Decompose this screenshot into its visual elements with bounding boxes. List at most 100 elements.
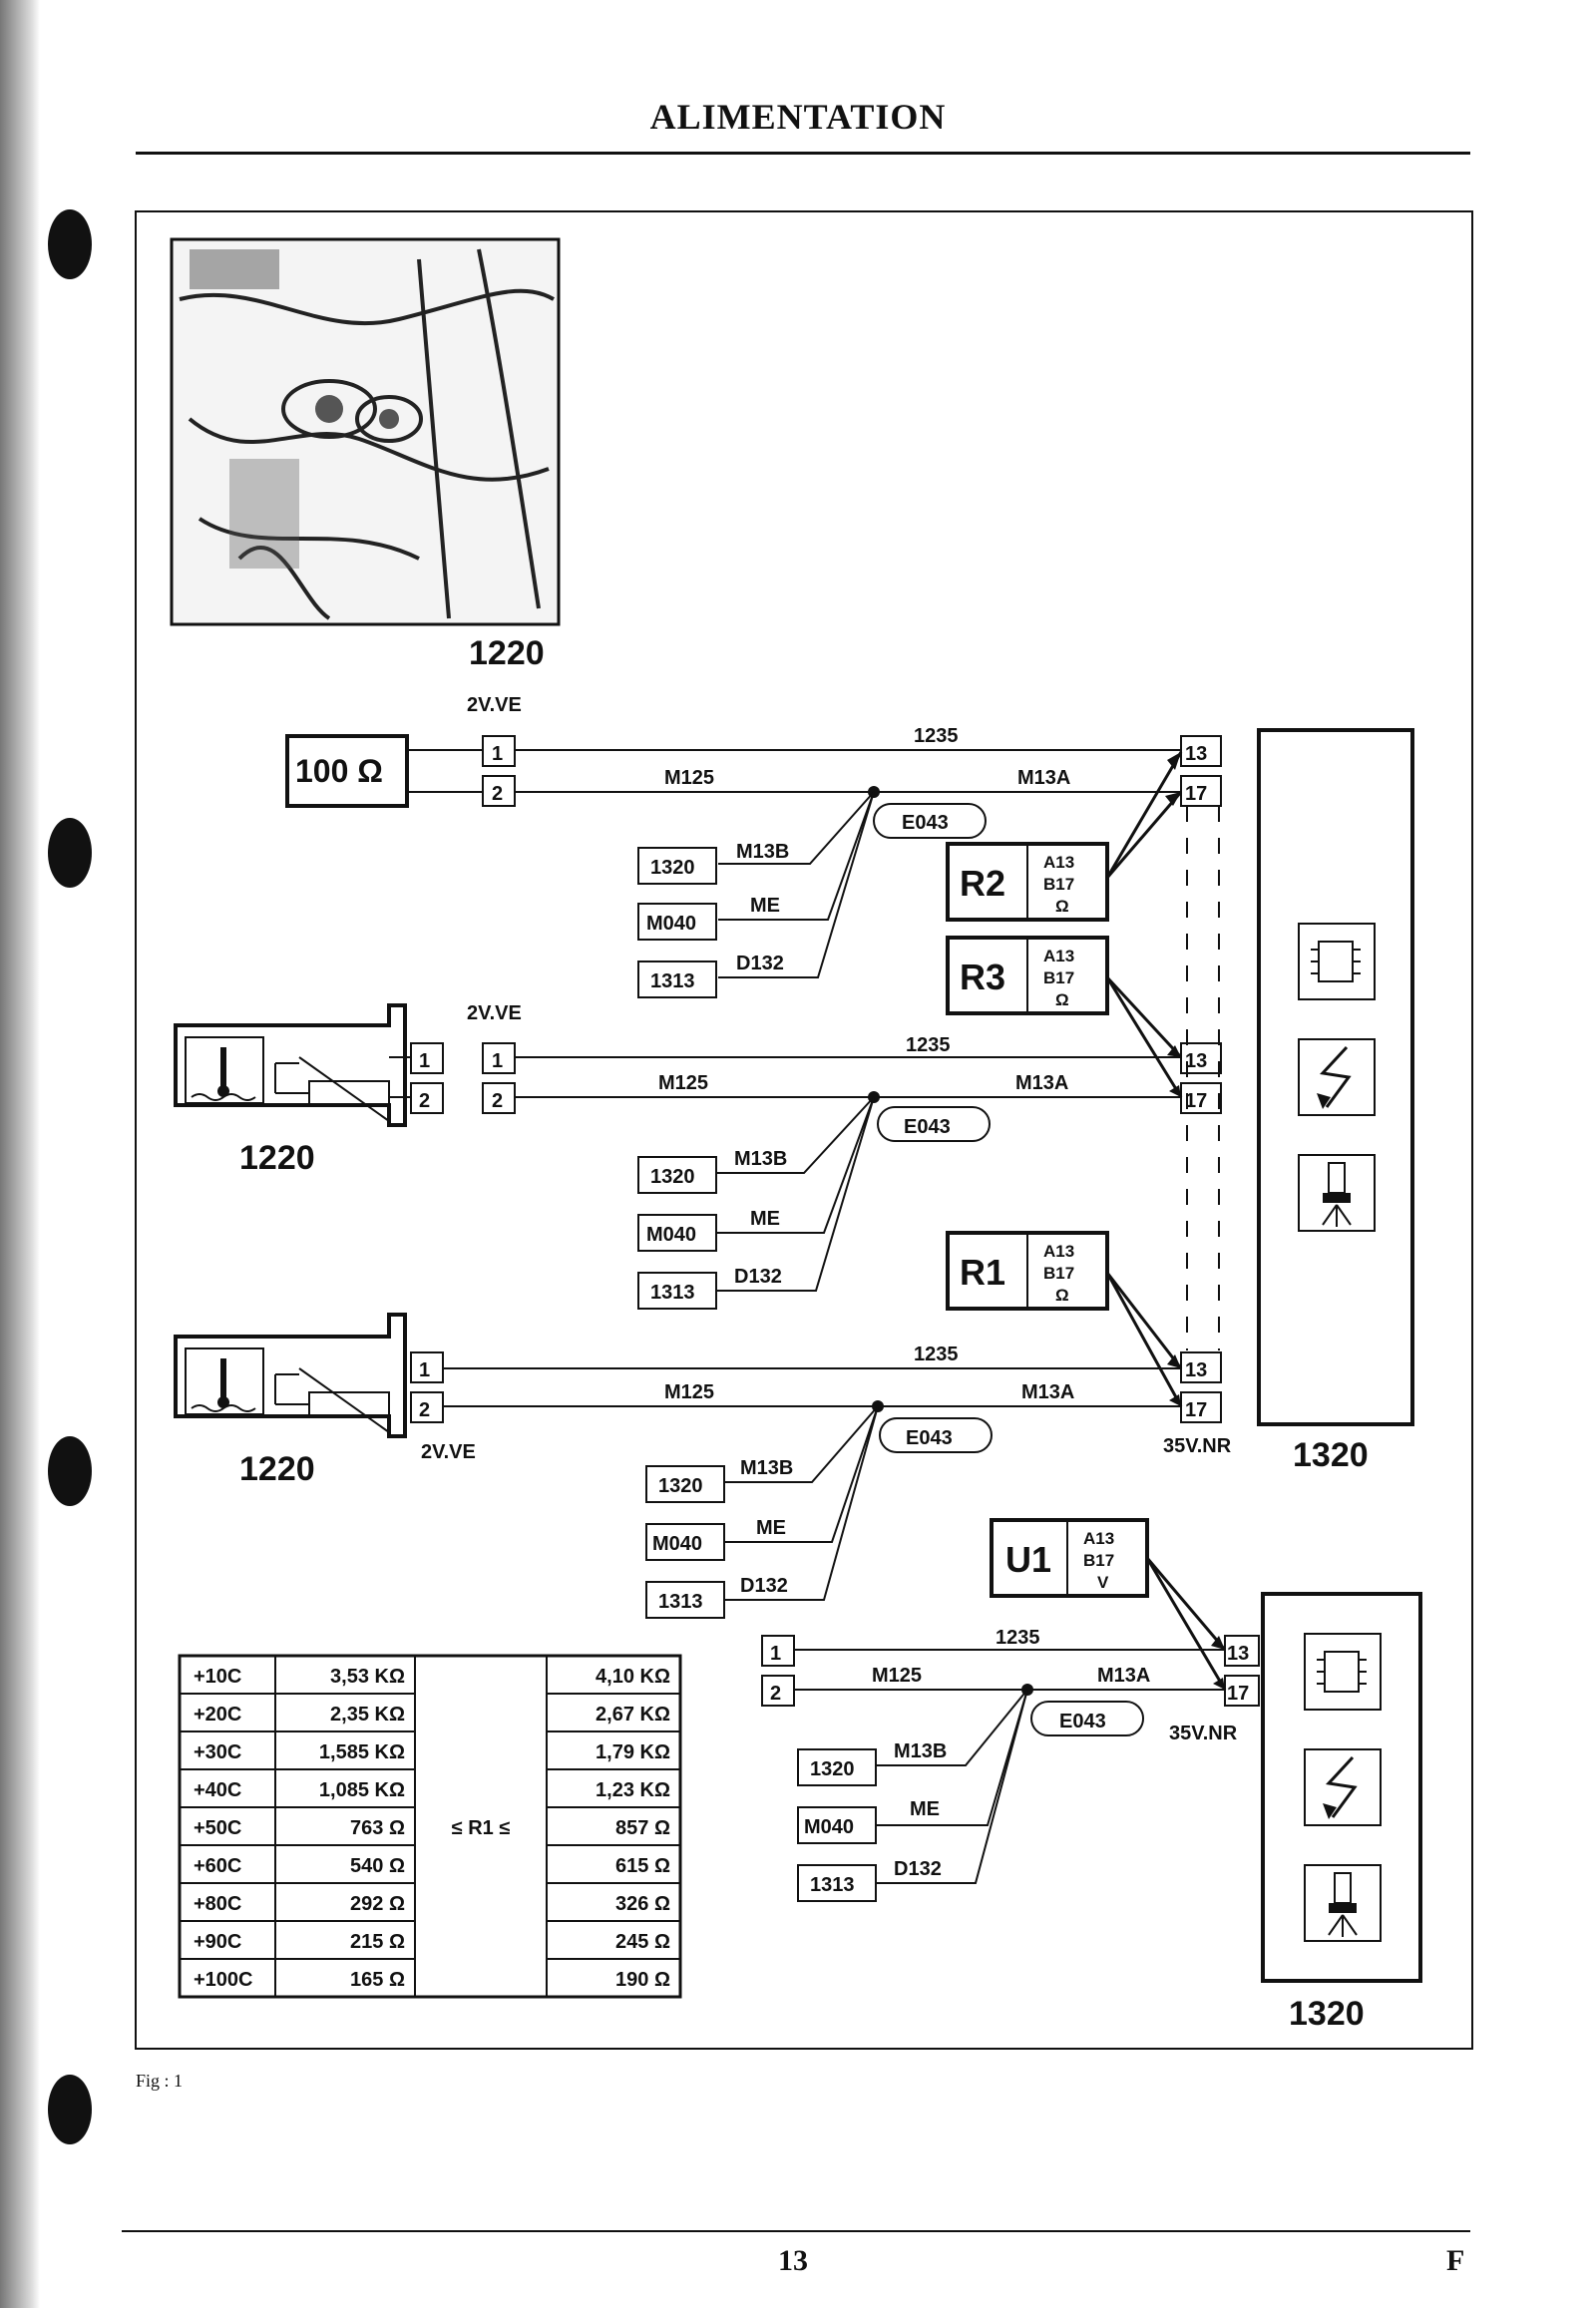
svg-text:D132: D132	[734, 1266, 782, 1288]
punch-hole	[48, 818, 92, 888]
ecu-ref: 1320	[1293, 1436, 1369, 1474]
page-title: ALIMENTATION	[649, 97, 947, 137]
svg-text:1: 1	[419, 1050, 430, 1072]
svg-text:17: 17	[1185, 1090, 1207, 1112]
svg-text:1235: 1235	[914, 1344, 959, 1365]
svg-text:1320: 1320	[658, 1475, 703, 1497]
table-temp: +40C	[194, 1779, 241, 1801]
table-min: 1,085 KΩ	[319, 1779, 405, 1801]
svg-text:M040: M040	[646, 1224, 696, 1246]
figure-label: Fig : 1	[136, 2071, 184, 2091]
svg-text:R3: R3	[960, 957, 1005, 997]
svg-text:Ω: Ω	[1055, 1286, 1069, 1305]
table-max: 245 Ω	[615, 1931, 670, 1953]
sensor-ref: 1220	[239, 1139, 315, 1177]
wire-label-m125: M125	[664, 767, 714, 789]
table-max: 1,23 KΩ	[596, 1779, 670, 1801]
svg-text:A13: A13	[1043, 947, 1074, 965]
table-temp: +30C	[194, 1741, 241, 1763]
pin-13: 13	[1185, 743, 1207, 765]
svg-text:2: 2	[770, 1683, 781, 1705]
svg-text:1313: 1313	[810, 1874, 855, 1896]
table-max: 2,67 KΩ	[596, 1704, 670, 1726]
svg-text:ME: ME	[750, 1208, 780, 1230]
svg-text:M125: M125	[664, 1381, 714, 1403]
svg-text:M13B: M13B	[734, 1148, 787, 1170]
ref-1313: 1313	[650, 970, 695, 992]
table-min: 165 Ω	[350, 1969, 405, 1991]
table-min: 215 Ω	[350, 1931, 405, 1953]
connector-label: 2V.VE	[467, 694, 522, 716]
svg-text:D132: D132	[740, 1575, 788, 1597]
svg-text:1320: 1320	[810, 1758, 855, 1780]
svg-text:1235: 1235	[906, 1034, 951, 1056]
svg-text:1320: 1320	[650, 1166, 695, 1188]
svg-text:Ω: Ω	[1055, 990, 1069, 1009]
punch-hole	[48, 209, 92, 279]
table-temp: +60C	[194, 1855, 241, 1877]
svg-text:2V.VE: 2V.VE	[467, 1002, 522, 1024]
pin-1: 1	[492, 743, 503, 765]
svg-text:A13: A13	[1043, 1242, 1074, 1261]
svg-text:2V.VE: 2V.VE	[421, 1441, 476, 1463]
pin-17: 17	[1185, 783, 1207, 805]
pin-2: 2	[492, 783, 503, 805]
chip-icon	[1304, 1633, 1382, 1711]
temperature-sensor	[174, 1003, 407, 1127]
svg-text:R2: R2	[960, 863, 1005, 904]
ground-label-e043: E043	[902, 812, 949, 834]
svg-text:B17: B17	[1083, 1551, 1114, 1570]
circuit-4: 1 2 1235 M125 M13A E043 1320 M040 1313 M…	[761, 1518, 1422, 1983]
svg-text:M125: M125	[872, 1665, 922, 1687]
ref-1320: 1320	[650, 857, 695, 879]
svg-text:1220: 1220	[239, 1450, 315, 1488]
injector-icon	[1304, 1864, 1382, 1942]
svg-text:E043: E043	[904, 1116, 951, 1138]
svg-text:M13A: M13A	[1015, 1072, 1068, 1094]
table-min: 3,53 KΩ	[330, 1666, 405, 1688]
temperature-sensor	[174, 1313, 407, 1438]
svg-text:1313: 1313	[658, 1591, 703, 1613]
table-min: 763 Ω	[350, 1817, 405, 1839]
injector-icon	[1298, 1154, 1376, 1232]
spark-icon	[1304, 1748, 1382, 1826]
svg-text:13: 13	[1227, 1643, 1249, 1665]
table-min: 2,35 KΩ	[330, 1704, 405, 1726]
wire-label-m13b: M13B	[736, 841, 789, 863]
svg-text:M13B: M13B	[740, 1457, 793, 1479]
table-temp: +20C	[194, 1704, 241, 1726]
svg-text:1: 1	[770, 1643, 781, 1665]
svg-text:E043: E043	[906, 1427, 953, 1449]
circuit-1: 2V.VE 100 Ω 1 2 1235 M125 M13A E043 1320…	[285, 694, 1222, 998]
table-max: 857 Ω	[615, 1817, 670, 1839]
svg-text:D132: D132	[894, 1858, 942, 1880]
wire-label-me: ME	[750, 895, 780, 917]
svg-text:35V.NR: 35V.NR	[1169, 1723, 1238, 1744]
svg-text:2: 2	[419, 1090, 430, 1112]
svg-text:A13: A13	[1043, 853, 1074, 872]
svg-text:2: 2	[419, 1399, 430, 1421]
table-temp: +100C	[194, 1969, 253, 1991]
table-min: 292 Ω	[350, 1893, 405, 1915]
svg-text:1235: 1235	[996, 1627, 1040, 1649]
svg-text:E043: E043	[1059, 1711, 1106, 1732]
resistance-table: +10C 3,53 KΩ 4,10 KΩ +20C 2,35 KΩ 2,67 KΩ +30C…	[178, 1654, 682, 1999]
page-number: 13	[778, 2244, 808, 2277]
svg-text:B17: B17	[1043, 968, 1074, 987]
table-temp: +10C	[194, 1666, 241, 1688]
svg-text:M040: M040	[804, 1816, 854, 1838]
wire-label-1235: 1235	[914, 725, 959, 747]
svg-text:M125: M125	[658, 1072, 708, 1094]
table-max: 326 Ω	[615, 1893, 670, 1915]
page-letter: F	[1446, 2244, 1465, 2277]
svg-text:ME: ME	[756, 1517, 786, 1539]
spark-icon	[1298, 1038, 1376, 1116]
svg-text:2: 2	[492, 1090, 503, 1112]
svg-text:ME: ME	[910, 1798, 940, 1820]
circuit-2: 1 2 1220 2V.VE 1 2 1235 M125 M13A E043 1…	[174, 936, 1222, 1310]
svg-text:M13A: M13A	[1021, 1381, 1074, 1403]
svg-text:A13: A13	[1083, 1529, 1114, 1548]
table-max: 4,10 KΩ	[596, 1666, 670, 1688]
ref-m040: M040	[646, 913, 696, 935]
photo-ref: 1220	[469, 634, 545, 672]
